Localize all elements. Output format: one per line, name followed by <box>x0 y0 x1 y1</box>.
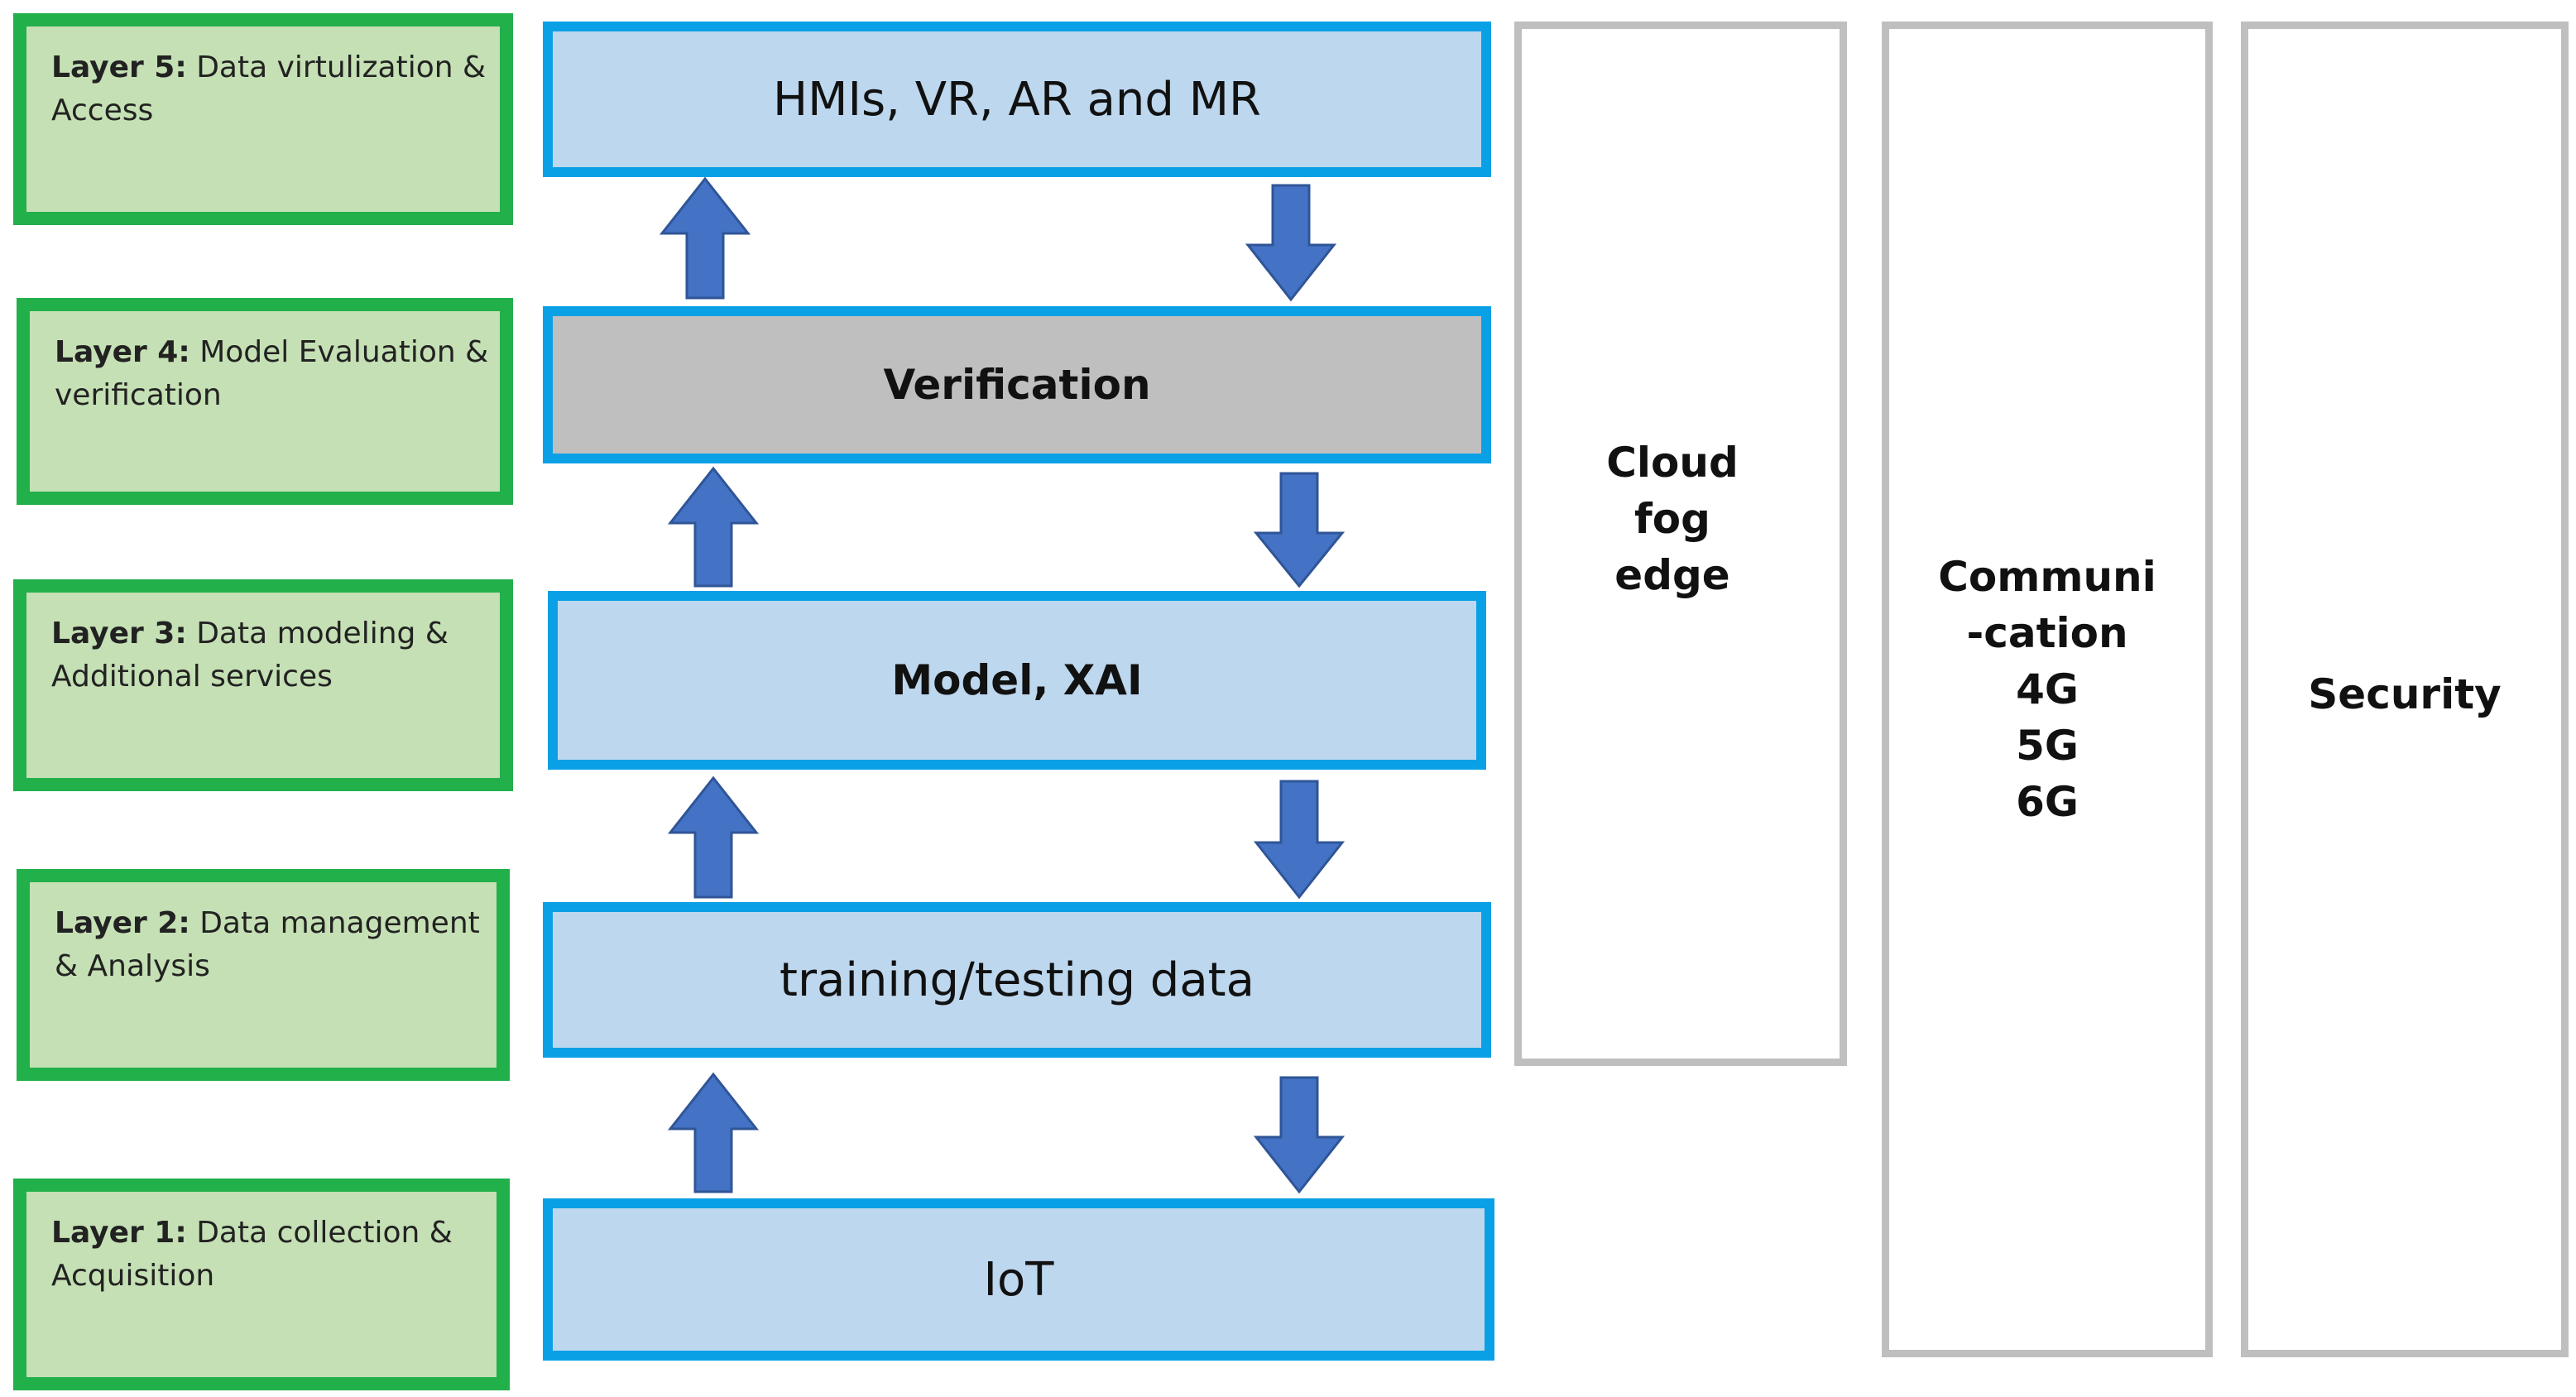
layer-1-prefix: Layer 1: <box>51 1216 187 1250</box>
edge-line: edge <box>1614 551 1730 599</box>
layer-2-label: Layer 2: Data management & Analysis <box>17 869 510 1081</box>
layer-2-prefix: Layer 2: <box>55 906 190 940</box>
iot-label: IoT <box>983 1252 1054 1307</box>
layer-4-text2: verification <box>55 378 222 412</box>
security-line: Security <box>2308 670 2502 718</box>
layer-4-label: Layer 4: Model Evaluation & verification <box>17 298 513 505</box>
security-text: Security <box>2248 666 2561 723</box>
down-arrow-2 <box>1253 472 1346 588</box>
hmis-label: HMIs, VR, AR and MR <box>773 72 1261 127</box>
fog-line: fog <box>1634 495 1710 543</box>
layer-5-text2: Access <box>51 94 154 127</box>
layer-5-text: Data virtulization & <box>196 50 487 84</box>
training-data-label: training/testing data <box>780 953 1254 1007</box>
verification-label: Verification <box>883 361 1151 409</box>
communi-line: Communi <box>1938 553 2156 601</box>
layer-2-text2: & Analysis <box>55 949 210 983</box>
layer-3-text: Data modeling & <box>196 617 449 650</box>
down-arrow-1 <box>1245 184 1337 302</box>
down-arrow-3 <box>1253 780 1346 900</box>
layer-3-label: Layer 3: Data modeling & Additional serv… <box>13 579 513 791</box>
layer-1-label: Layer 1: Data collection & Acquisition <box>13 1179 510 1390</box>
training-data-box: training/testing data <box>543 902 1491 1058</box>
model-xai-label: Model, XAI <box>891 656 1143 704</box>
cation-line: -cation <box>1966 609 2128 657</box>
cloud-line: Cloud <box>1606 439 1739 487</box>
security-box: Security <box>2241 22 2569 1357</box>
down-arrow-4 <box>1253 1076 1346 1194</box>
layer-1-text: Data collection & <box>196 1216 453 1250</box>
iot-box: IoT <box>543 1198 1494 1361</box>
up-arrow-1 <box>659 176 751 300</box>
layer-2-text: Data management <box>199 906 480 940</box>
up-arrow-2 <box>667 466 760 588</box>
layer-3-text2: Additional services <box>51 660 333 694</box>
layer-1-text2: Acquisition <box>51 1259 215 1293</box>
5g-line: 5G <box>2016 722 2079 770</box>
cloud-fog-edge-text: Cloud fog edge <box>1505 434 1840 603</box>
6g-line: 6G <box>2016 778 2079 826</box>
layer-4-prefix: Layer 4: <box>55 335 190 369</box>
up-arrow-3 <box>667 775 760 899</box>
4g-line: 4G <box>2016 665 2079 713</box>
communication-text: Communi -cation 4G 5G 6G <box>1889 549 2205 830</box>
hmis-box: HMIs, VR, AR and MR <box>543 22 1491 177</box>
up-arrow-4 <box>667 1072 760 1193</box>
model-xai-box: Model, XAI <box>548 591 1486 770</box>
layer-3-prefix: Layer 3: <box>51 617 187 650</box>
cloud-fog-edge-box: Cloud fog edge <box>1514 22 1847 1066</box>
layer-5-label: Layer 5: Data virtulization & Access <box>13 13 513 225</box>
layer-5-prefix: Layer 5: <box>51 50 187 84</box>
verification-box: Verification <box>543 306 1491 463</box>
layer-4-text: Model Evaluation & <box>199 335 489 369</box>
communication-box: Communi -cation 4G 5G 6G <box>1882 22 2213 1357</box>
